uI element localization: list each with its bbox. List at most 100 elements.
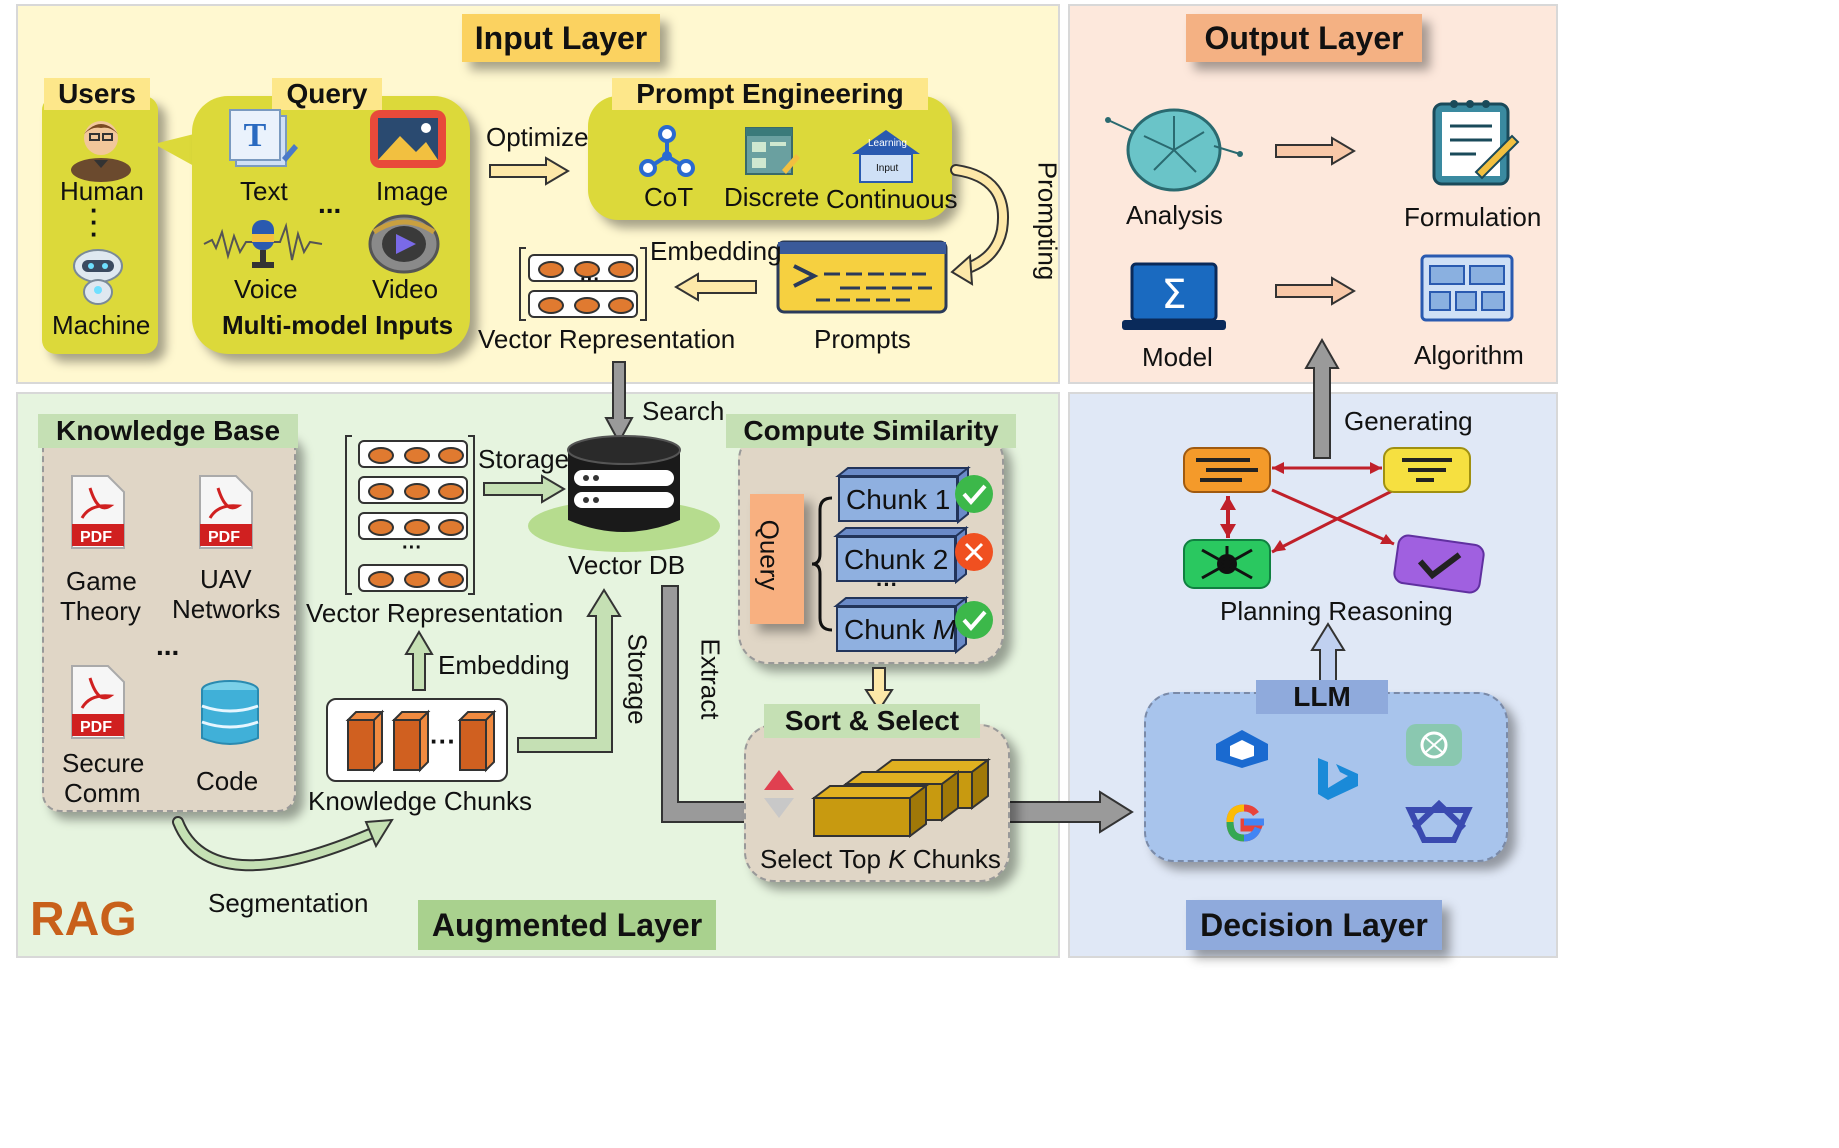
- vector-row: [528, 290, 638, 318]
- segmentation-arrow: [172, 816, 394, 872]
- prompts-terminal-icon: [776, 240, 948, 314]
- machine-label: Machine: [52, 310, 151, 340]
- vector-top-ellipsis: ···: [580, 269, 600, 291]
- storage-horizontal-arrow: [483, 474, 566, 504]
- pdf-badge-label: PDF: [80, 529, 112, 546]
- rag-label: RAG: [30, 893, 137, 946]
- vector-db-label: Vector DB: [568, 550, 686, 580]
- vector-rep-top-brackets: [519, 247, 647, 321]
- vector-rep-mid-brackets: [345, 435, 475, 595]
- code-database-icon: [201, 680, 259, 745]
- check-icon: [955, 475, 993, 513]
- storage-vertical-label: Storage: [622, 633, 653, 725]
- prompting-label: Prompting: [1032, 161, 1063, 281]
- discrete-label: Discrete: [724, 182, 820, 212]
- query-title: Query: [272, 78, 382, 110]
- chunk-m-label: Chunk M: [844, 614, 957, 645]
- sort-select-title: Sort & Select: [764, 704, 980, 738]
- vector-rep-mid-label: Vector Representation: [306, 598, 564, 628]
- robot-icon: [73, 249, 123, 305]
- check-icon: [955, 601, 993, 639]
- knowledge-chunks-label: Knowledge Chunks: [308, 786, 533, 816]
- augmented-layer-title: Augmented Layer: [418, 900, 716, 950]
- query-bar: [750, 494, 804, 624]
- similarity-to-sort-arrow: [864, 667, 894, 712]
- llm-title: LLM: [1256, 680, 1388, 714]
- voice-icon: [203, 220, 323, 268]
- users-vertical-ellipsis: ···: [90, 195, 99, 249]
- video-label: Video: [372, 274, 439, 304]
- image-icon: [370, 110, 446, 168]
- chunk-item: Chunk 2: [836, 536, 956, 582]
- input-small-label: Input: [876, 163, 899, 174]
- image-label: Image: [376, 176, 449, 206]
- generating-arrow: [1304, 337, 1340, 459]
- chunk-3d-edge: [835, 465, 971, 525]
- uav-label-2: Networks: [172, 594, 281, 624]
- embedding-top-label: Embedding: [650, 236, 782, 266]
- pdf-icon-uav-networks: [199, 475, 253, 549]
- secure-comm-label-1: Secure: [62, 748, 145, 778]
- query-ellipsis: ...: [318, 188, 342, 219]
- knowledge-chunks-blocks: ···: [345, 709, 497, 773]
- bing-icon: [1318, 758, 1358, 800]
- uav-label-1: UAV: [200, 564, 252, 594]
- chunk-3d-edge: [833, 525, 969, 585]
- output-layer-title: Output Layer: [1186, 14, 1422, 62]
- continuous-icon: [852, 130, 920, 183]
- query-speech-tail: [154, 134, 194, 166]
- formulation-label: Formulation: [1404, 202, 1542, 232]
- segmentation-label: Segmentation: [208, 888, 369, 918]
- decision-layer-title: Decision Layer: [1186, 900, 1442, 950]
- game-theory-label-1: Game: [66, 566, 137, 596]
- svg-text:T: T: [244, 117, 267, 154]
- cot-icon: [639, 125, 695, 177]
- analysis-brain-icon: [1105, 108, 1243, 192]
- llm-cube-icon: [1216, 730, 1268, 768]
- sort-triangles-icon: [764, 770, 794, 818]
- storage-up-arrow: [517, 588, 622, 753]
- algorithm-label: Algorithm: [1414, 340, 1524, 370]
- top-k-blocks-icon: [811, 758, 991, 838]
- chunk-item: Chunk 1: [838, 476, 958, 522]
- voice-label: Voice: [234, 274, 298, 304]
- analysis-label: Analysis: [1126, 200, 1223, 230]
- vector-mid-ellipsis: ···: [402, 537, 422, 559]
- optimize-arrow: [489, 156, 570, 186]
- search-arrow: [604, 361, 634, 445]
- generating-label: Generating: [1344, 406, 1473, 436]
- text-icon: T: [229, 109, 298, 167]
- svg-text:Σ: Σ: [1161, 272, 1186, 318]
- vector-row: [358, 512, 468, 540]
- learning-small-label: Learning: [868, 138, 907, 149]
- chunks-ellipsis: ···: [876, 572, 898, 597]
- chunk-3d-edge: [833, 595, 969, 655]
- extract-label: Extract: [695, 638, 726, 720]
- code-label: Code: [196, 766, 259, 796]
- knowledge-base-ellipsis: ...: [156, 630, 180, 661]
- continuous-label: Continuous: [826, 184, 958, 214]
- planning-reasoning-network: [1183, 447, 1485, 594]
- analysis-to-formulation-arrow: [1275, 136, 1356, 166]
- prompts-label: Prompts: [814, 324, 911, 354]
- cot-label: CoT: [644, 182, 694, 212]
- users-title: Users: [44, 78, 150, 110]
- game-theory-label-2: Theory: [60, 596, 141, 626]
- embedding-up-arrow: [404, 630, 434, 691]
- compute-similarity-title: Compute Similarity: [726, 414, 1016, 448]
- llm-to-planning-arrow: [1310, 622, 1346, 683]
- model-to-algorithm-arrow: [1275, 276, 1356, 306]
- google-icon: [1226, 804, 1264, 842]
- embedding-mid-label: Embedding: [438, 650, 570, 680]
- knowledge-base-title: Knowledge Base: [38, 414, 298, 448]
- prompt-engineering-title: Prompt Engineering: [612, 78, 928, 110]
- formulation-clipboard-icon: [1432, 100, 1520, 186]
- vector-row: [358, 564, 468, 592]
- select-top-k-label: Select Top K Chunks: [760, 844, 1001, 874]
- model-label: Model: [1142, 342, 1213, 372]
- storage-horizontal-label: Storage: [478, 444, 570, 474]
- pdf-badge-label: PDF: [208, 529, 240, 546]
- human-label: Human: [60, 176, 144, 206]
- model-laptop-icon: Σ: [1122, 262, 1226, 330]
- human-icon: [71, 121, 131, 182]
